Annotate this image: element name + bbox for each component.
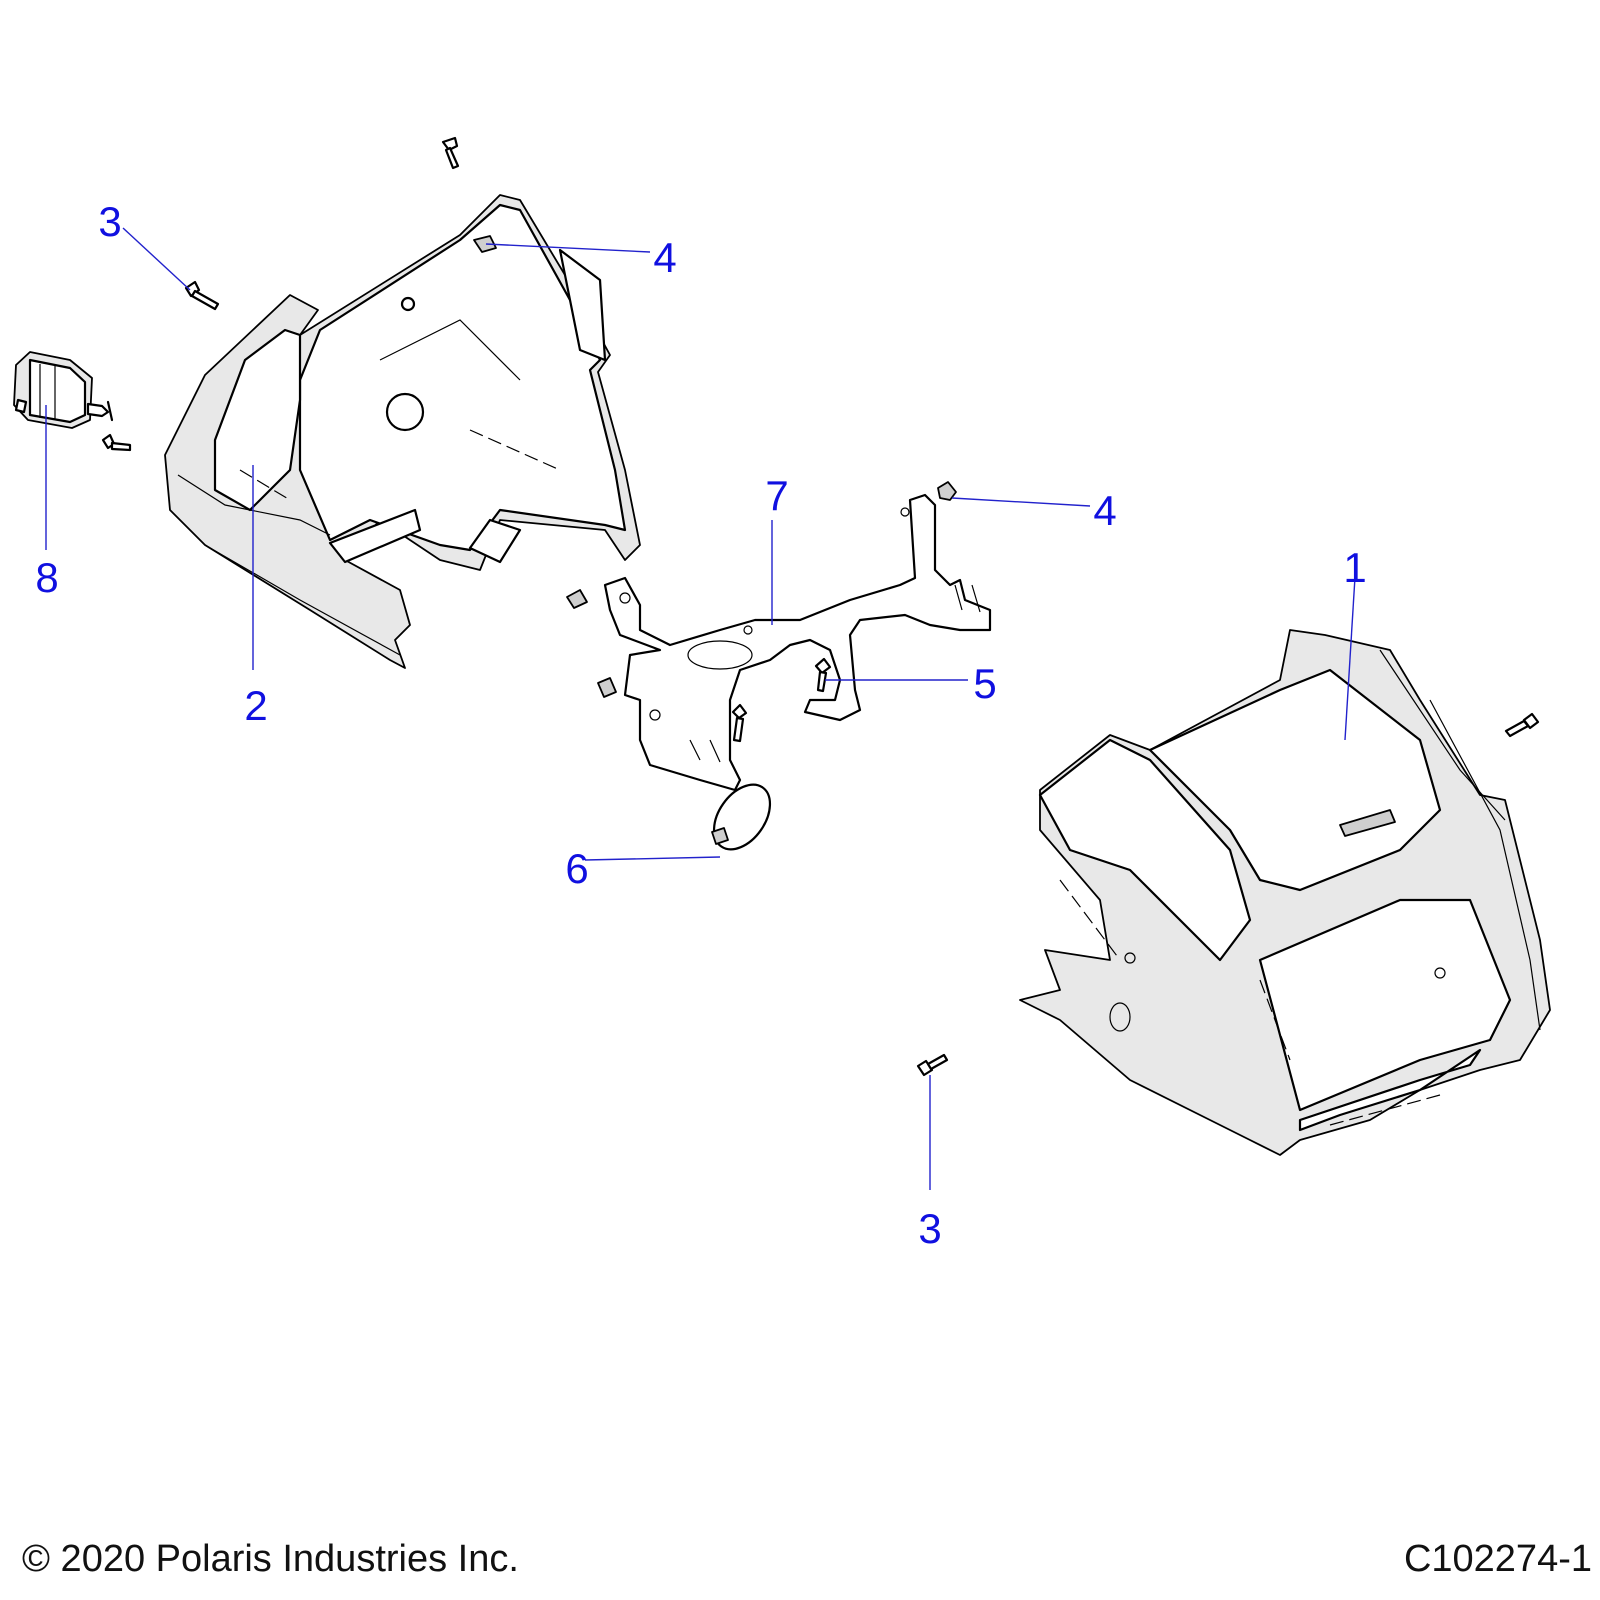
screw-fastener-3-lower <box>916 1053 949 1077</box>
copyright-notice: © 2020 Polaris Industries Inc. <box>22 1538 519 1580</box>
callout-6: 6 <box>565 845 588 892</box>
callout-4b: 4 <box>1093 487 1116 534</box>
leader-1 <box>1344 576 1356 741</box>
leader-4a <box>485 243 651 253</box>
bolt-5 <box>814 657 832 693</box>
callout-3a: 3 <box>98 198 121 245</box>
bolt-bracket-lower <box>731 703 748 743</box>
callout-2: 2 <box>244 682 267 729</box>
leader-3a <box>122 227 191 291</box>
clip-4-upper <box>473 235 497 253</box>
part-2-headlight-housing <box>164 194 641 669</box>
callout-labels: 1 2 3 3 4 4 5 6 7 8 <box>35 198 1366 1252</box>
callout-8: 8 <box>35 554 58 601</box>
clip-nut-left-lower <box>597 677 617 698</box>
callout-5: 5 <box>973 660 996 707</box>
screw-fastener-right <box>1504 712 1540 738</box>
drawing-number: C102274-1 <box>1403 1538 1592 1580</box>
screw-fastener-3-upper <box>184 280 220 311</box>
part-8-component <box>13 351 114 429</box>
leader-4b <box>951 497 1091 507</box>
part-7-bracket <box>603 493 992 792</box>
part-6-cable-tie <box>711 783 772 851</box>
part-1-headlight-shroud <box>1019 629 1551 1156</box>
leader-6 <box>584 856 721 861</box>
callout-3b: 3 <box>918 1205 941 1252</box>
callout-4a: 4 <box>653 234 676 281</box>
clip-4-right <box>937 481 957 501</box>
callout-7: 7 <box>765 472 788 519</box>
screw-fastener-top <box>441 136 460 170</box>
screw-fastener-near-8 <box>101 433 132 452</box>
callout-1: 1 <box>1343 544 1366 591</box>
leader-lines <box>45 227 1356 1190</box>
clip-nut-left-upper <box>566 589 588 609</box>
